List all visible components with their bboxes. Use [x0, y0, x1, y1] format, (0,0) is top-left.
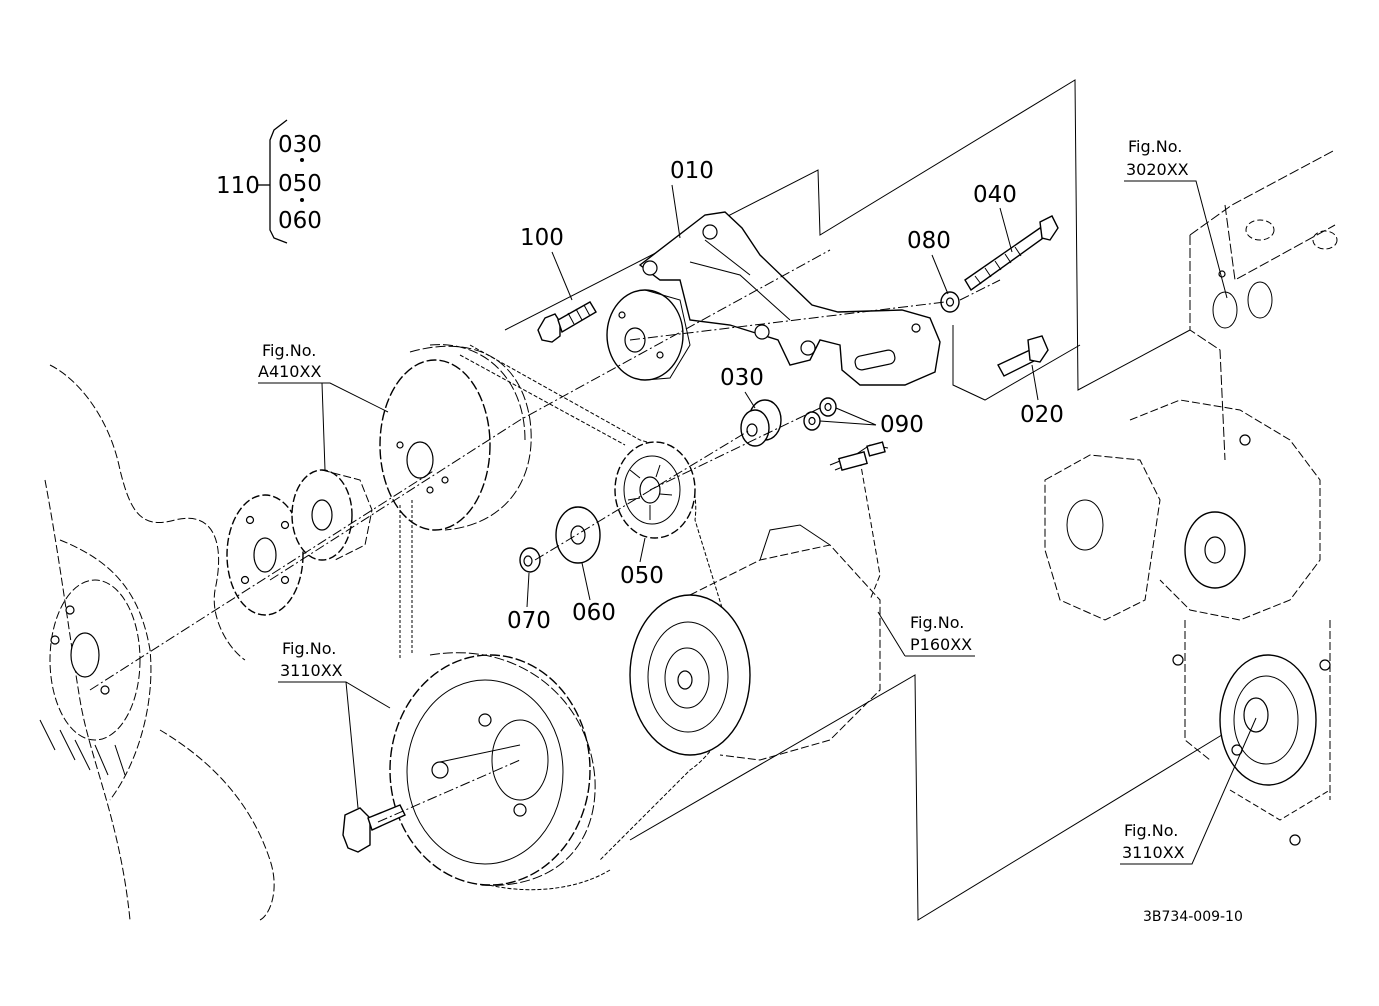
fan-hub [291, 469, 373, 561]
assembly-110-group: 110 030 050 060 [216, 119, 322, 244]
figure-ref-title: Fig.No. [282, 639, 336, 658]
figure-ref-number: 3110XX [1122, 843, 1185, 862]
part-label-060: 060 [572, 600, 616, 626]
part-label-070: 070 [507, 608, 551, 634]
figure-ref-3110-right[interactable]: Fig.No. 3110XX [1120, 717, 1257, 865]
part-label-030: 030 [720, 365, 764, 391]
panel-outlines [504, 79, 1231, 921]
part-label-080: 080 [907, 228, 951, 254]
figure-ref-title: Fig.No. [262, 341, 316, 360]
tension-bracket [638, 211, 941, 386]
figure-ref-3020[interactable]: Fig.No. 3020XX [1124, 137, 1228, 299]
part-labels: 010 100 040 080 020 030 090 050 060 070 [507, 158, 1064, 634]
figure-ref-number: A410XX [258, 362, 321, 381]
center-lines [89, 249, 1001, 823]
part-label-110: 110 [216, 173, 260, 199]
part-label-040: 040 [973, 182, 1017, 208]
spacer-030 [740, 399, 782, 447]
engine-block [1044, 149, 1338, 846]
figure-ref-title: Fig.No. [1124, 821, 1178, 840]
assembly-member-1: 030 [278, 132, 322, 158]
cooling-fan [39, 364, 275, 921]
ac-compressor [629, 441, 889, 761]
bolt-040 [964, 215, 1059, 292]
assembly-member-2: 050 [278, 171, 322, 197]
nut-070 [519, 547, 541, 573]
pump-flange [606, 289, 691, 381]
washer-060 [555, 506, 601, 564]
figure-ref-number: 3110XX [280, 661, 343, 680]
water-pump-pulley [379, 344, 532, 531]
stud-020 [997, 335, 1049, 377]
part-label-100: 100 [520, 225, 564, 251]
bolt-100 [537, 301, 597, 343]
assembly-member-3: 060 [278, 208, 322, 234]
drawing-code: 3B734-009-10 [1143, 909, 1243, 925]
assembly-brace [269, 119, 288, 244]
part-label-010: 010 [670, 158, 714, 184]
figure-ref-number: P160XX [910, 635, 972, 654]
figure-ref-title: Fig.No. [1128, 137, 1182, 156]
fan-spacer [226, 494, 304, 616]
part-label-090: 090 [880, 412, 924, 438]
part-label-020: 020 [1020, 402, 1064, 428]
figure-ref-number: 3020XX [1126, 160, 1189, 179]
assembly-dot [300, 198, 304, 202]
figure-ref-3110-left[interactable]: Fig.No. 3110XX [278, 639, 391, 809]
nuts-090 [803, 397, 837, 431]
crank-bolt [342, 804, 406, 853]
crankshaft-pulley [389, 652, 596, 886]
figure-ref-p160[interactable]: Fig.No. P160XX [877, 611, 975, 657]
figure-ref-title: Fig.No. [910, 613, 964, 632]
assembly-dot [300, 158, 304, 162]
idler-pulley [614, 441, 696, 539]
figure-ref-a410[interactable]: Fig.No. A410XX [258, 341, 389, 471]
part-label-050: 050 [620, 563, 664, 589]
